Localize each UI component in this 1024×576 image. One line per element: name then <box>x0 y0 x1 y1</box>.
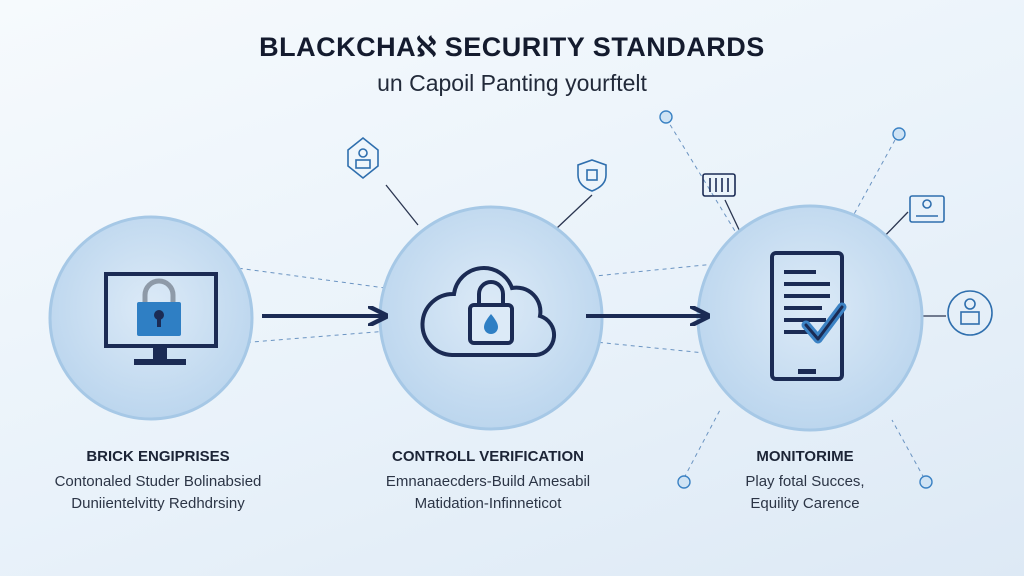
step-3-label: MONITORIME Play fotal Succes, Equility C… <box>655 448 955 515</box>
tablet-checkmark-icon <box>770 251 847 381</box>
server-stack-icon <box>702 173 736 197</box>
endpoint-dot <box>892 127 906 141</box>
step-heading: BRICK ENGIPRISES <box>86 448 230 465</box>
step-description-line: Contonaled Studer Bolinabsied <box>54 473 262 490</box>
dashed-guide <box>665 117 739 237</box>
cloud-lock-icon <box>420 266 557 357</box>
connector-line <box>556 194 593 229</box>
dashed-guide <box>891 419 925 479</box>
user-profile-icon <box>947 290 993 336</box>
step-description-line: Emnanaecders-Build Amesabil <box>385 473 591 490</box>
step-description-line: Matidation-Infinneticot <box>414 495 562 512</box>
step-description-line: Duniientelvitty Redhdrsiny <box>71 495 245 512</box>
user-badge-icon <box>347 136 379 180</box>
step-heading: CONTROLL VERIFICATION <box>392 448 584 465</box>
endpoint-dot <box>677 475 691 489</box>
page-title: BLACKCHAℵ SECURITY STANDARDS <box>259 32 765 62</box>
endpoint-dots <box>659 110 933 489</box>
dashed-guide <box>214 329 401 346</box>
endpoint-dot <box>919 475 933 489</box>
dashed-guide <box>574 262 726 279</box>
dashed-guide <box>214 264 401 291</box>
step-2-label: CONTROLL VERIFICATION Emnanaecders-Build… <box>338 448 638 515</box>
page-subtitle: un Capoil Panting yourftelt <box>377 70 647 96</box>
step-heading: MONITORIME <box>756 448 854 465</box>
user-desk-icon <box>909 195 945 223</box>
shield-document-icon <box>577 159 607 192</box>
endpoint-dot <box>659 110 673 124</box>
connector-line <box>385 184 419 226</box>
dashed-guide <box>683 409 721 479</box>
step-description-line: Equility Carence <box>750 495 860 512</box>
step-description-line: Play fotal Succes, <box>745 473 865 490</box>
step-1-label: BRICK ENGIPRISES Contonaled Studer Bolin… <box>8 448 308 515</box>
computer-lock-icon <box>104 272 218 365</box>
